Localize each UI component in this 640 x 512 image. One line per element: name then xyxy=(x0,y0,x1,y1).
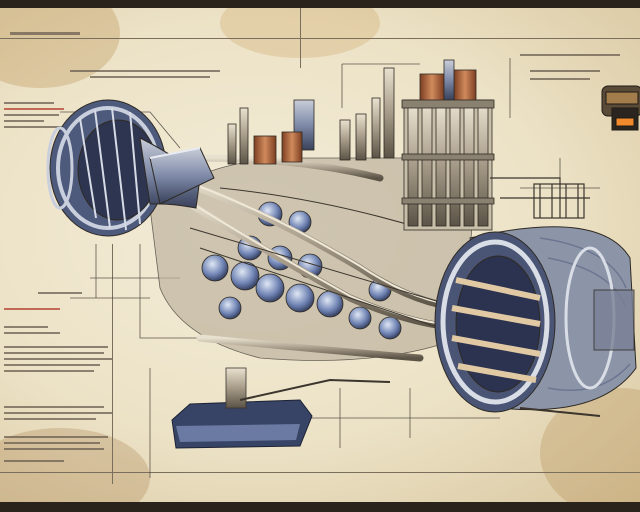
annotation-line xyxy=(4,406,104,408)
refinery-towers xyxy=(227,59,495,231)
engine-core xyxy=(149,154,474,362)
annotation-line xyxy=(4,370,94,372)
annotation-line xyxy=(4,332,60,334)
annotation-line xyxy=(4,412,112,414)
annotation-line xyxy=(4,326,48,328)
annotation-line xyxy=(4,108,64,110)
border-rule-bottom xyxy=(0,472,640,473)
drive-shaft xyxy=(149,147,215,205)
annotation-line xyxy=(4,126,62,128)
annotation-line xyxy=(4,418,96,420)
annotation-line xyxy=(530,78,590,80)
right-exhaust-drum xyxy=(434,226,637,417)
annotation-line xyxy=(4,102,54,104)
annotation-line xyxy=(4,358,112,360)
annotation-line xyxy=(4,346,108,348)
annotation-line xyxy=(4,120,44,122)
lamp-device xyxy=(601,85,640,131)
annotation-line xyxy=(4,114,59,116)
annotation-line xyxy=(530,70,600,72)
annotation-line xyxy=(4,460,64,462)
annotation-line xyxy=(4,352,104,354)
annotation-line xyxy=(520,54,620,56)
annotation-line xyxy=(4,448,104,450)
border-rule-vertical xyxy=(300,8,301,68)
annotation-line xyxy=(90,76,210,78)
annotation-line xyxy=(4,308,60,310)
border-rule-vertical xyxy=(112,244,113,484)
base-platform xyxy=(171,367,391,449)
annotation-line xyxy=(4,364,100,366)
annotation-line xyxy=(4,442,100,444)
annotation-line xyxy=(10,32,80,35)
annotation-line xyxy=(70,70,220,72)
left-intake-drum xyxy=(46,99,201,237)
annotation-line xyxy=(38,292,82,294)
engine-illustration xyxy=(46,58,640,478)
blueprint-paper xyxy=(0,8,640,502)
border-rule-top xyxy=(0,38,640,39)
annotation-line xyxy=(4,436,108,438)
